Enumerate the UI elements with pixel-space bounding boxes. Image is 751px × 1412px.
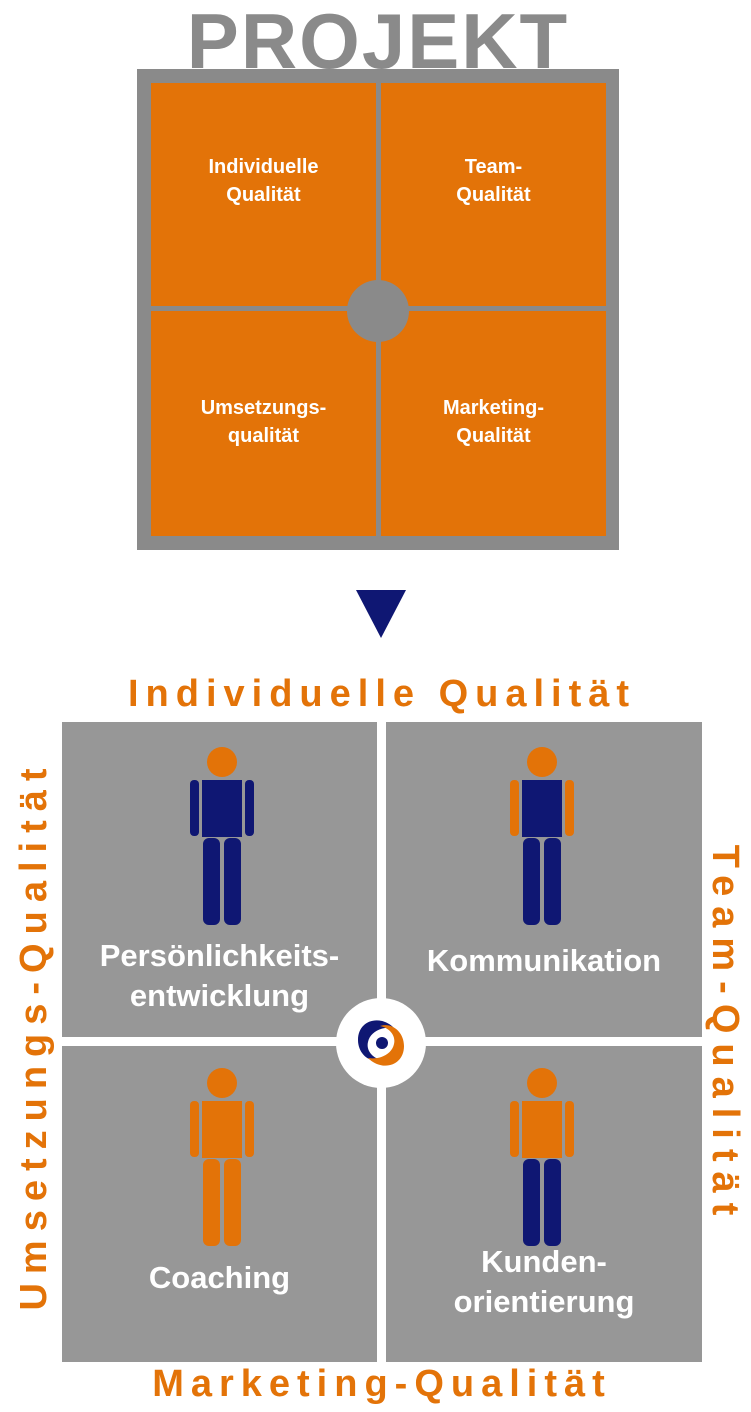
person-torso [202, 1101, 242, 1158]
person-left-leg [523, 1159, 540, 1246]
project-cell-label: Umsetzungs- qualität [200, 396, 327, 447]
label-implementation-quality: Umsetzungs-Qualität [13, 759, 55, 1311]
project-cell-label: Individuelle Qualität [208, 155, 319, 206]
quadrant-coaching: Coaching [62, 1046, 377, 1362]
project-center-circle [347, 280, 409, 342]
person-left-arm [190, 1101, 199, 1157]
label-team-quality: Team-Qualität [704, 844, 746, 1226]
person-torso [522, 1101, 562, 1158]
person-right-leg [224, 1159, 241, 1246]
person-head [207, 1068, 237, 1098]
person-torso [522, 780, 562, 837]
person-left-arm [510, 780, 519, 836]
project-cell-implementation: Umsetzungs- qualität [151, 311, 376, 536]
person-left-arm [190, 780, 199, 836]
project-cell-individual: Individuelle Qualität [151, 83, 376, 306]
person-left-leg [203, 1159, 220, 1246]
person-right-arm [245, 780, 254, 836]
quadrant-customer-orientation: Kunden- orientierung [386, 1046, 702, 1362]
swirl-logo-icon [358, 1020, 404, 1066]
person-right-arm [245, 1101, 254, 1157]
project-title: PROJEKT [186, 0, 570, 85]
quadrant-label: Kunden- orientierung [453, 1244, 635, 1319]
person-left-arm [510, 1101, 519, 1157]
person-left-leg [203, 838, 220, 925]
down-triangle-icon [356, 590, 406, 638]
person-left-leg [523, 838, 540, 925]
project-cell-label: Team- Qualität [456, 155, 531, 206]
person-head [527, 1068, 557, 1098]
person-right-leg [544, 838, 561, 925]
person-icon [510, 747, 574, 925]
quadrant-personal-development: Persönlichkeits- entwicklung [62, 722, 377, 1037]
person-head [207, 747, 237, 777]
quadrant-communication: Kommunikation [386, 722, 702, 1037]
quadrant-label: Coaching [148, 1260, 291, 1295]
person-right-arm [565, 1101, 574, 1157]
logo-circle [336, 998, 426, 1088]
project-cell-team: Team- Qualität [381, 83, 606, 306]
label-marketing-quality: Marketing-Qualität [152, 1363, 612, 1405]
project-cell-marketing: Marketing- Qualität [381, 311, 606, 536]
person-icon [190, 747, 254, 925]
quadrant-label: Kommunikation [426, 943, 662, 978]
person-head [527, 747, 557, 777]
person-right-leg [544, 1159, 561, 1246]
person-torso [202, 780, 242, 837]
person-right-arm [565, 780, 574, 836]
project-cell-label: Marketing- Qualität [442, 396, 545, 447]
label-individual-quality: Individuelle Qualität [127, 673, 637, 715]
person-icon [190, 1068, 254, 1246]
person-right-leg [224, 838, 241, 925]
person-icon [510, 1068, 574, 1246]
quadrant-label: Persönlichkeits- entwicklung [99, 938, 340, 1013]
